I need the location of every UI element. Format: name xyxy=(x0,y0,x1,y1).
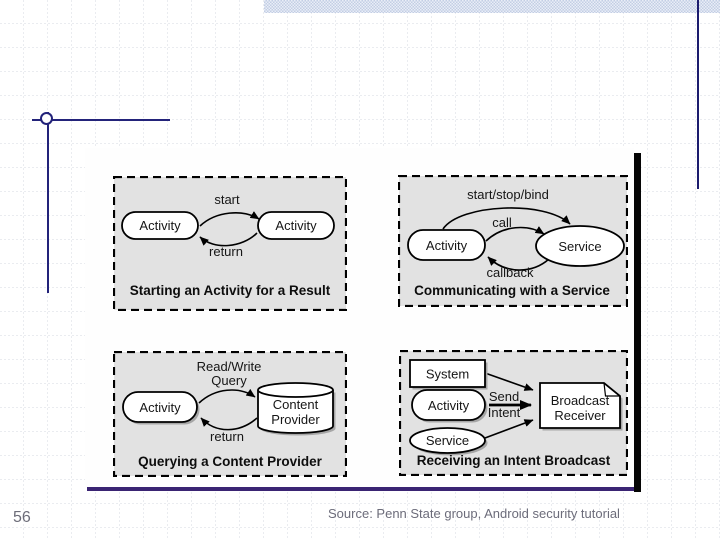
diagram-caption: Communicating with a Service xyxy=(414,283,610,298)
callback-arrow xyxy=(487,256,550,271)
content-provider-body xyxy=(257,390,334,434)
activity-node-left-label: Activity xyxy=(139,218,181,233)
decorative-line-horizontal xyxy=(32,119,170,121)
content-provider-top xyxy=(257,382,334,398)
diagram-receiving-intent-broadcast: System Activity Service Broadcast Receiv… xyxy=(399,350,628,476)
activity-node-right-label: Activity xyxy=(275,218,317,233)
call-arrow xyxy=(485,226,545,242)
start-stop-bind-label: start/stop/bind xyxy=(467,187,549,202)
start-stop-bind-arrow xyxy=(442,207,571,230)
broadcast-receiver-fold xyxy=(603,382,620,397)
service-node xyxy=(535,225,625,267)
query-label-line2: Query xyxy=(211,373,247,388)
call-label: call xyxy=(492,215,512,230)
slide-number: 56 xyxy=(13,509,31,526)
broadcast-receiver-label-line1: Broadcast xyxy=(551,393,610,408)
activity-node-right xyxy=(257,211,335,240)
diagram-caption: Querying a Content Provider xyxy=(138,454,323,469)
diagram-caption: Starting an Activity for a Result xyxy=(130,283,331,298)
query-label-line1: Read/Write xyxy=(197,359,262,374)
diagram-starting-activity-for-result: Activity Activity start return Starting … xyxy=(113,176,347,311)
system-intent-arrow xyxy=(484,372,534,391)
return-arrow xyxy=(200,417,258,431)
source-caption: Source: Penn State group, Android securi… xyxy=(328,506,620,521)
figure-shadow-bar xyxy=(634,153,641,492)
diagram-caption: Receiving an Intent Broadcast xyxy=(417,453,611,468)
top-accent-band xyxy=(264,0,720,13)
diagram-communicating-with-service: Activity Service start/stop/bind call ca… xyxy=(398,175,628,307)
callback-label: callback xyxy=(487,265,534,280)
return-label: return xyxy=(210,429,244,444)
content-provider-label-line1: Content xyxy=(273,397,319,412)
activity-node-label: Activity xyxy=(426,238,468,253)
service-node-label: Service xyxy=(558,239,601,254)
service-node xyxy=(409,427,486,454)
send-intent-label-line2: Intent xyxy=(488,405,521,420)
activity-node xyxy=(122,391,198,423)
activity-node-left xyxy=(121,211,199,240)
right-accent-line xyxy=(697,0,699,189)
service-intent-arrow xyxy=(484,419,534,439)
system-node-label: System xyxy=(426,367,469,382)
service-node-label: Service xyxy=(426,433,469,448)
start-arrow xyxy=(199,211,260,227)
return-arrow-label: return xyxy=(209,244,243,259)
query-arrow xyxy=(198,388,256,404)
system-node xyxy=(409,359,486,388)
activity-node-label: Activity xyxy=(139,400,181,415)
activity-node xyxy=(411,389,486,421)
broadcast-receiver-label-line2: Receiver xyxy=(554,408,606,423)
return-arrow xyxy=(199,232,258,247)
send-intent-label-line1: Send xyxy=(489,389,519,404)
decorative-circle xyxy=(40,112,53,125)
broadcast-receiver-node xyxy=(539,382,621,429)
diagram-querying-content-provider: Activity Content Provider Read/Write Que… xyxy=(113,351,347,477)
content-provider-label-line2: Provider xyxy=(271,412,320,427)
bottom-purple-rule xyxy=(87,487,641,491)
activity-node-label: Activity xyxy=(428,398,470,413)
diagram-box xyxy=(113,176,347,311)
start-arrow-label: start xyxy=(214,192,240,207)
decorative-line-vertical xyxy=(47,112,49,293)
activity-node xyxy=(407,229,486,261)
